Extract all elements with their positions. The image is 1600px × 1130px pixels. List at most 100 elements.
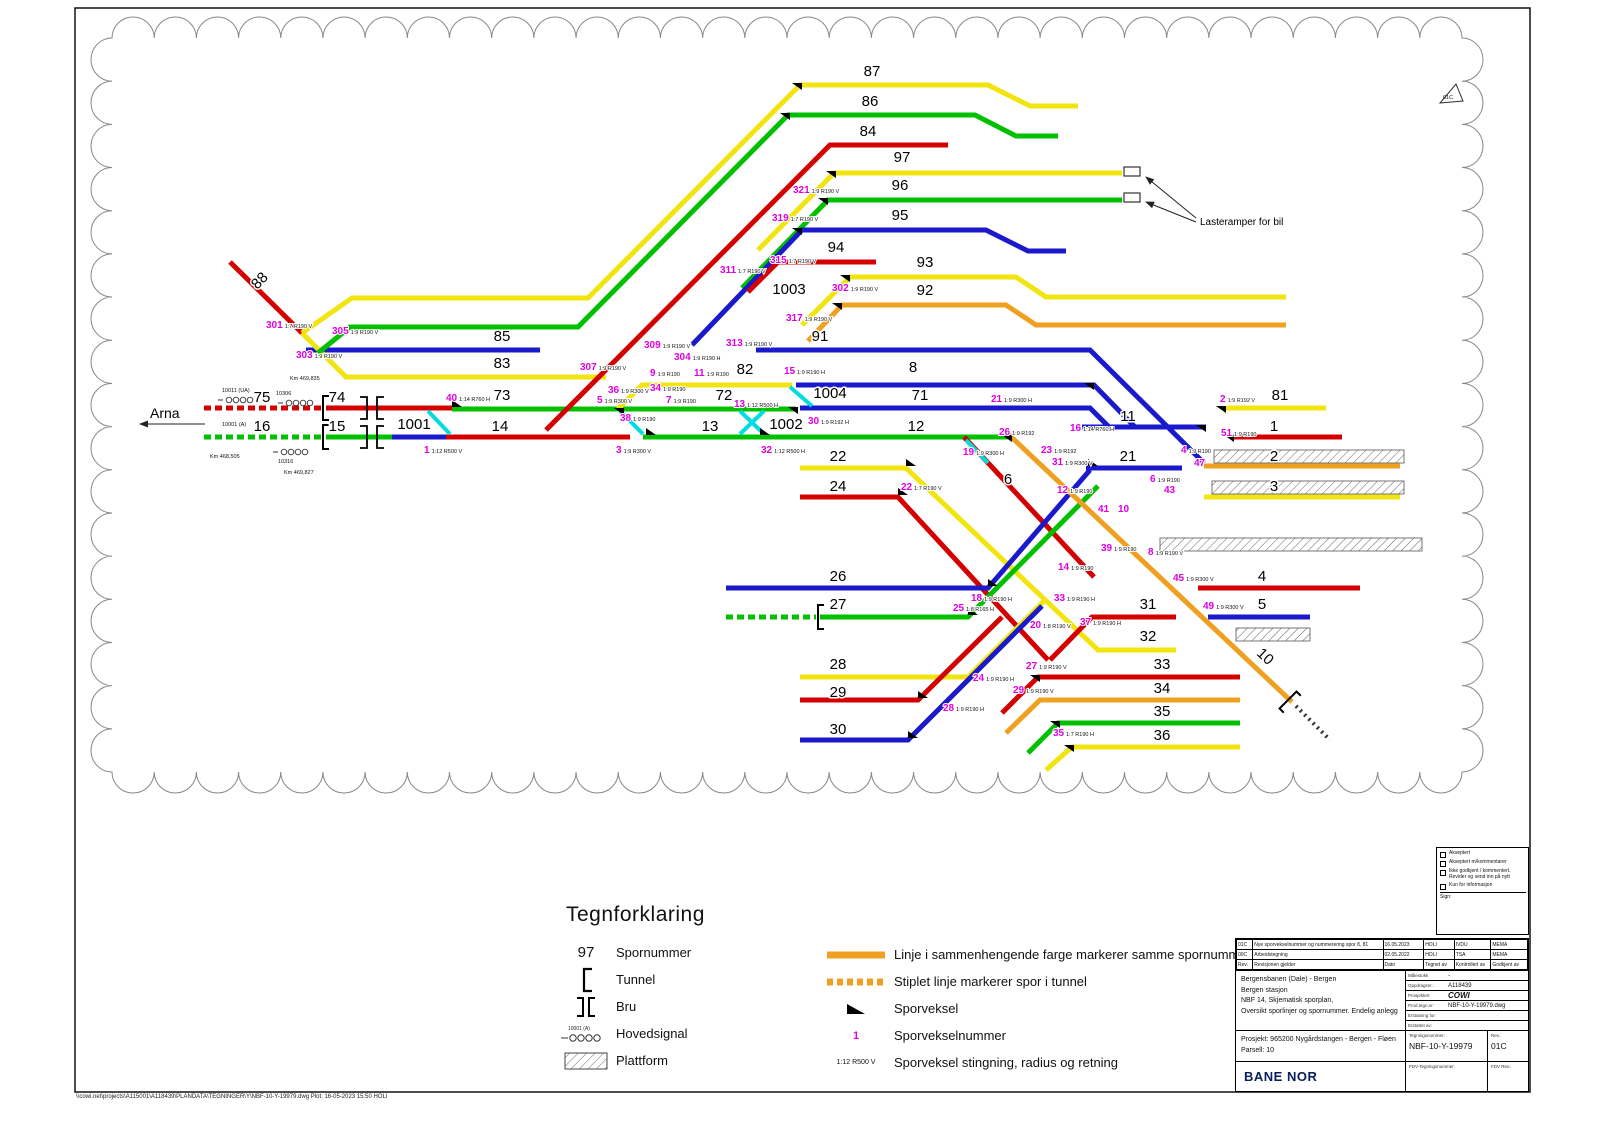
legend-label: Bru — [616, 999, 637, 1014]
track-number-label: 1003 — [772, 281, 805, 298]
switch-triangle-mark — [968, 608, 978, 615]
approval-checkbox — [1440, 861, 1446, 867]
track-36 — [1044, 744, 1240, 772]
revision-flag-icon — [1438, 83, 1464, 104]
tunnel-symbol-cell — [556, 965, 616, 995]
switch-triangle-mark — [646, 428, 656, 435]
legend-item: Linje i sammenhengende farge markerer sa… — [818, 941, 1251, 968]
rev-table-cell: HOLI — [1423, 939, 1455, 950]
platform-icon — [564, 1052, 608, 1069]
title-block-middle: Bergensbanen (Dale) - Bergen Bergen stas… — [1236, 970, 1528, 1030]
track-number-label: 1001 — [397, 416, 430, 433]
rev-table-cell: MEMA — [1490, 949, 1528, 960]
loading-ramp-icon — [1123, 192, 1141, 203]
switch-triangle-mark — [1050, 721, 1060, 728]
bridge-symbol — [360, 425, 384, 449]
rev-table-header-cell: Tegnet av — [1423, 959, 1455, 970]
rev-table-cell: HOLI — [1423, 949, 1455, 960]
legend-label: Plattform — [616, 1053, 669, 1068]
annotation-text: 10306 — [276, 391, 291, 397]
switch-triangle-mark — [780, 113, 790, 120]
track-number-label: 31 — [1140, 596, 1157, 613]
signal-lamp — [280, 448, 288, 456]
fdv-rev-label: FDV Rev.: — [1491, 1064, 1512, 1069]
revision-cloud — [90, 16, 1484, 794]
legend-label: Sporveksel stingning, radius og retning — [894, 1055, 1119, 1070]
track-number-label: 29 — [830, 684, 847, 701]
switch-triangle-mark — [788, 407, 798, 414]
file-path: \\cowi.net\projects\A115001\A118439\PLAN… — [76, 1094, 388, 1100]
rev-table-header-cell: Revisjonen gjelder — [1252, 959, 1384, 970]
signal-lamp — [301, 448, 309, 456]
legend-item: Plattform — [556, 1047, 1236, 1074]
switch-triangle-mark — [832, 303, 842, 310]
annotation-text: 10316 — [278, 459, 293, 465]
switch-triangle-icon — [847, 1003, 865, 1014]
rev-table-cell: 02.05.2022 — [1382, 949, 1425, 960]
rev-table-cell: Nye sporvekselnummer og nummerering spor… — [1252, 939, 1384, 950]
tunnel-portal-bracket — [322, 395, 329, 421]
solid-line-symbol-cell — [818, 949, 894, 961]
switch-triangle-mark — [760, 428, 770, 435]
track-number-label: 35 — [1154, 703, 1171, 720]
track-number-label: 6 — [1004, 471, 1012, 488]
track-30 — [800, 604, 1044, 743]
switch-number-label: 41 — [1098, 504, 1110, 515]
track-82 — [616, 382, 792, 411]
title-block-bottom: BANE NOR FDV-Tegningsnummer: FDV Rev.: — [1236, 1061, 1528, 1091]
annotation-text: Km 468,505 — [210, 454, 240, 460]
platform-hatch — [1159, 537, 1423, 552]
prosjektert-label: Prosjektert — [1408, 993, 1430, 998]
spornummer-sample: 97 — [577, 944, 595, 961]
legend-item: Bru — [556, 993, 1236, 1020]
track-number-label: 21 — [1120, 448, 1137, 465]
legend-item: Stiplet linje markerer spor i tunnel — [818, 968, 1251, 995]
description-line: NBF 14, Skjematisk sporplan, — [1241, 997, 1334, 1004]
track-number-label: 95 — [892, 207, 909, 224]
legend-item: 97 Spornummer — [556, 939, 1236, 966]
switch-number-label: 10 — [1118, 504, 1130, 515]
signal-lamp — [239, 396, 247, 404]
signal-lamp — [292, 399, 300, 407]
signal-icon: 10001 (A) — [561, 1026, 601, 1042]
approval-checkbox — [1440, 852, 1446, 858]
track-29 — [800, 615, 1004, 703]
track-number-label: 33 — [1154, 656, 1171, 673]
bridge-symbol — [360, 396, 384, 420]
legend-label: Tunnel — [616, 972, 656, 987]
legend-item: 10001 (A)Hovedsignal — [556, 1020, 1236, 1047]
track-86 — [316, 112, 1058, 355]
switch-spec-symbol-cell: 1:12 R500 V — [818, 1059, 894, 1066]
approval-option: Akseptert m/kommentarer — [1440, 859, 1526, 867]
track-number-label: 10 — [1253, 645, 1277, 669]
legend-label: Spornummer — [616, 945, 692, 960]
drawing-number-cell: Tegningsnummer: NBF-10-Y-19979 — [1406, 1031, 1488, 1061]
project-info: Prosjekt: 965200 Nygårdstangen - Bergen … — [1236, 1031, 1406, 1061]
prodtegn-label: Prod.tegn.nr: — [1408, 1003, 1435, 1008]
track-10-tail — [1294, 704, 1332, 742]
track-number-label: 72 — [716, 387, 733, 404]
maalestokk-label: Målestokk — [1408, 973, 1429, 978]
track-number-label: 24 — [830, 478, 847, 495]
leader-arrow — [1145, 201, 1197, 223]
